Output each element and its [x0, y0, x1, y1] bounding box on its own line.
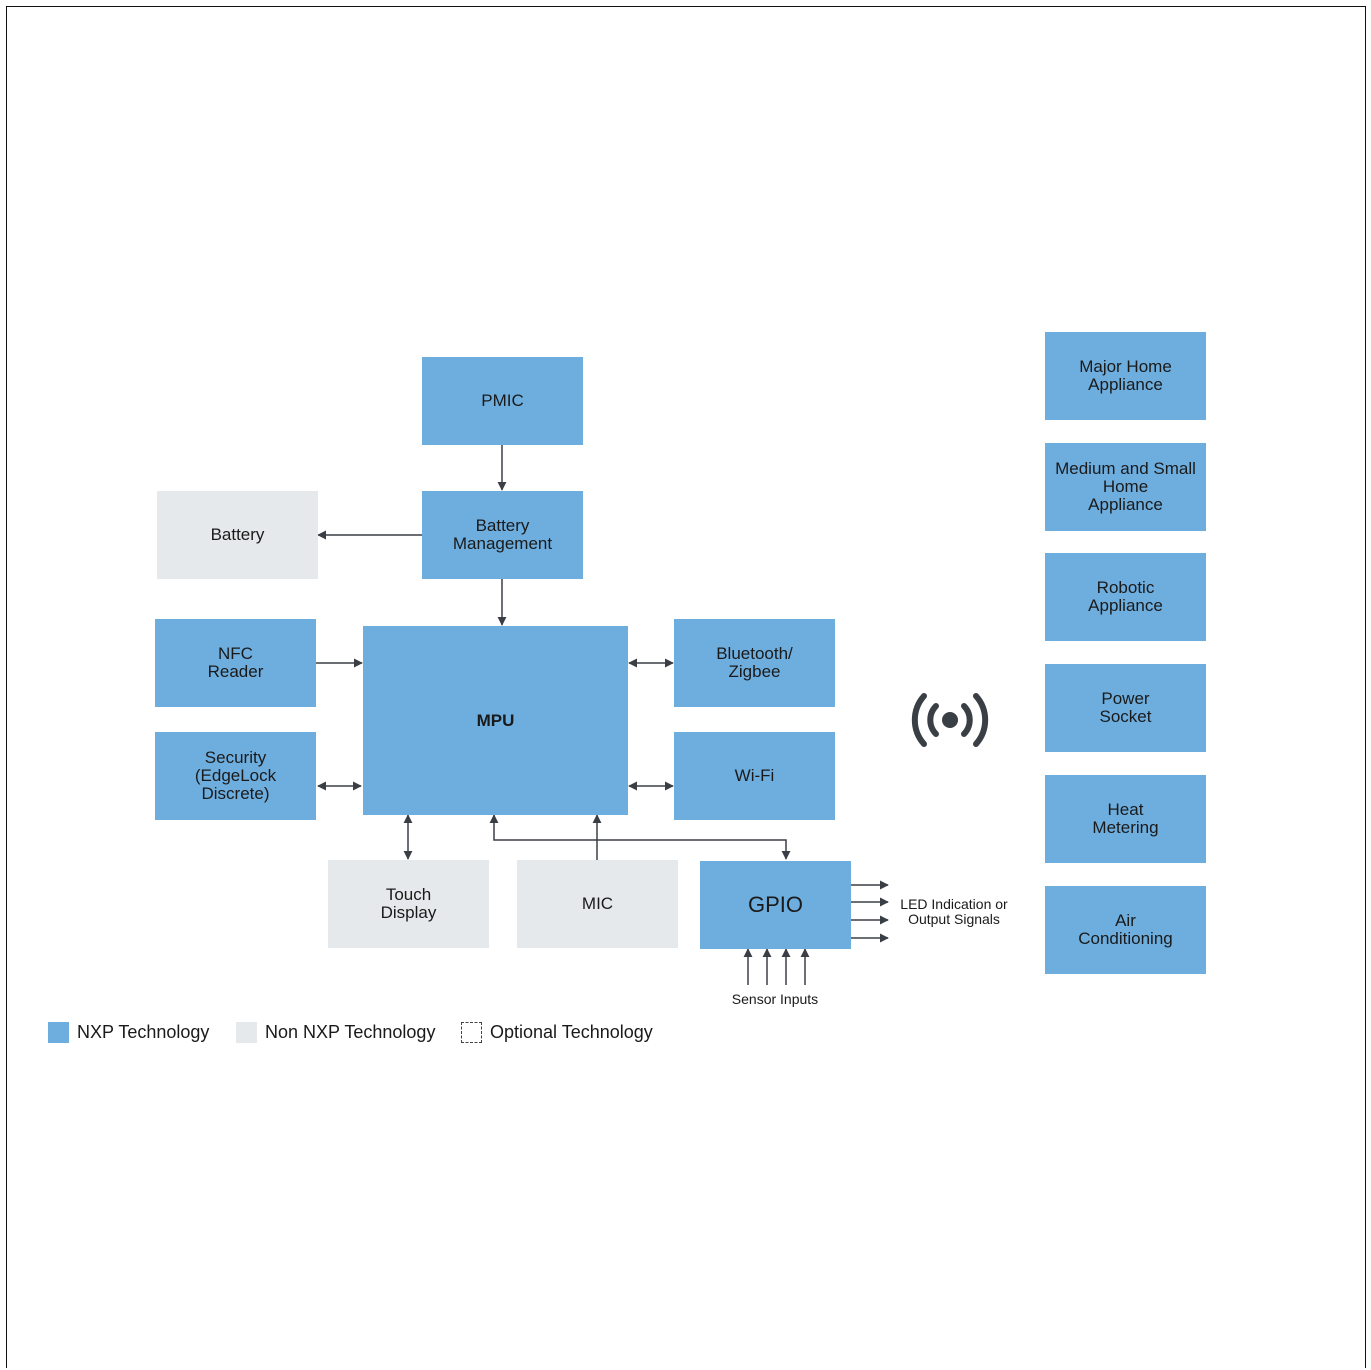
wireless-signal-icon	[911, 693, 989, 747]
diagram-frame	[6, 6, 1366, 1368]
legend-nxp-label: NXP Technology	[77, 1022, 210, 1042]
mpu-block: MPU	[363, 626, 628, 815]
mic-block: MIC	[517, 860, 678, 948]
legend-optional-swatch	[461, 1022, 482, 1043]
appliance-medium-small-home: Medium and Small Home Appliance	[1045, 443, 1206, 531]
bluetooth-zigbee-block: Bluetooth/ Zigbee	[674, 619, 835, 707]
touch-display-block: Touch Display	[328, 860, 489, 948]
legend-optional-label: Optional Technology	[490, 1022, 653, 1042]
gpio-block: GPIO	[700, 861, 851, 949]
appliance-power-socket: Power Socket	[1045, 664, 1206, 752]
legend-non-nxp-label: Non NXP Technology	[265, 1022, 436, 1042]
security-block: Security (EdgeLock Discrete)	[155, 732, 316, 820]
appliance-robotic: Robotic Appliance	[1045, 553, 1206, 641]
legend-nxp-swatch	[48, 1022, 69, 1043]
wifi-block: Wi-Fi	[674, 732, 835, 820]
nfc-reader-block: NFC Reader	[155, 619, 316, 707]
appliance-air-conditioning: Air Conditioning	[1045, 886, 1206, 974]
legend-non-nxp: Non NXP Technology	[236, 1022, 435, 1043]
legend-optional: Optional Technology	[461, 1022, 653, 1043]
appliance-major-home: Major Home Appliance	[1045, 332, 1206, 420]
legend-non-nxp-swatch	[236, 1022, 257, 1043]
arrow-mpu-gpio	[489, 814, 791, 860]
battery-block: Battery	[157, 491, 318, 579]
battery-management-block: Battery Management	[422, 491, 583, 579]
led-output-label: LED Indication or Output Signals	[900, 896, 1008, 927]
sensor-inputs-label: Sensor Inputs	[731, 991, 819, 1007]
pmic-block: PMIC	[422, 357, 583, 445]
appliance-heat-metering: Heat Metering	[1045, 775, 1206, 863]
legend-nxp: NXP Technology	[48, 1022, 209, 1043]
